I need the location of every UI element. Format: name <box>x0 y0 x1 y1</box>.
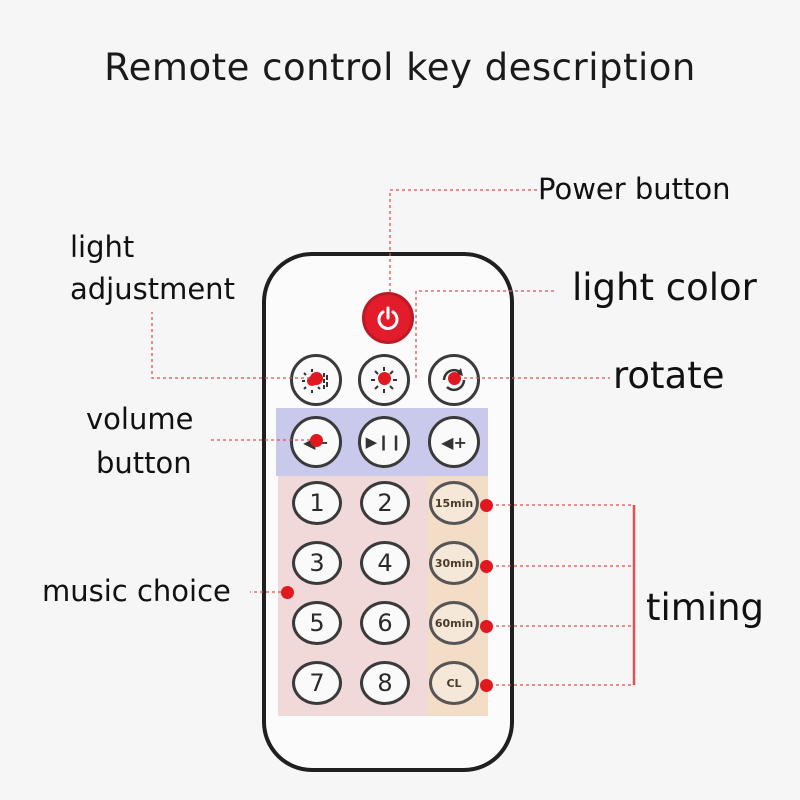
label-light-adjustment-line2: adjustment <box>70 272 235 306</box>
label-timing: timing <box>646 586 765 629</box>
number-button-8[interactable]: 8 <box>360 661 410 705</box>
label-volume-line2: button <box>96 446 192 480</box>
marker-timer-30 <box>480 560 493 573</box>
timer-clear-button[interactable]: CL <box>429 661 479 705</box>
marker-timer-60 <box>480 620 493 633</box>
label-volume-line1: volume <box>86 402 194 436</box>
number-button-1[interactable]: 1 <box>292 481 342 525</box>
volume-up-icon: ◀+ <box>441 432 467 452</box>
marker-timer-15 <box>480 499 493 512</box>
number-button-6[interactable]: 6 <box>360 601 410 645</box>
number-button-3[interactable]: 3 <box>292 541 342 585</box>
volume-up-button[interactable]: ◀+ <box>428 416 480 468</box>
number-button-2[interactable]: 2 <box>360 481 410 525</box>
number-button-5[interactable]: 5 <box>292 601 342 645</box>
marker-music-choice <box>281 586 294 599</box>
marker-light-color <box>378 372 391 385</box>
label-light-color: light color <box>572 266 757 309</box>
number-button-7[interactable]: 7 <box>292 661 342 705</box>
marker-rotate <box>448 372 461 385</box>
marker-light-adjustment <box>310 372 323 385</box>
diagram-title: Remote control key description <box>104 46 696 89</box>
play-pause-button[interactable]: ▶❙❙ <box>358 416 410 468</box>
label-rotate: rotate <box>613 354 725 397</box>
marker-volume <box>310 434 323 447</box>
number-button-4[interactable]: 4 <box>360 541 410 585</box>
power-button[interactable] <box>362 292 414 344</box>
power-icon <box>377 306 399 330</box>
label-music-choice: music choice <box>42 574 231 608</box>
label-power-button: Power button <box>538 172 731 206</box>
timer-30min-button[interactable]: 30min <box>429 541 479 585</box>
timer-15min-button[interactable]: 15min <box>429 481 479 525</box>
marker-timer-cl <box>480 679 493 692</box>
volume-down-button[interactable]: ◀− <box>290 416 342 468</box>
play-pause-icon: ▶❙❙ <box>365 433 403 451</box>
timer-60min-button[interactable]: 60min <box>429 601 479 645</box>
label-light-adjustment-line1: light <box>70 230 135 264</box>
